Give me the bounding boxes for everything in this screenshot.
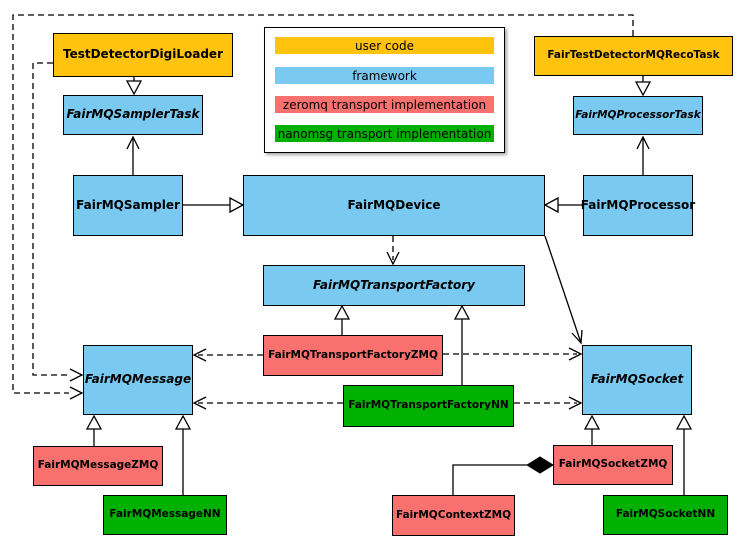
node-fairtestdetectormqrecotask: FairTestDetectorMQRecoTask xyxy=(534,36,733,76)
node-fairmqtransportfactory: FairMQTransportFactory xyxy=(263,265,525,306)
node-fairmqprocessor: FairMQProcessor xyxy=(581,175,695,236)
edge-composition-socketzmq-contextzmq xyxy=(452,456,554,495)
edge-inherit-socketzmq-socket xyxy=(583,414,601,445)
edge-dashed-device-factory xyxy=(386,236,400,266)
edge-inherit-processor-device xyxy=(543,196,583,214)
edge-assoc-device-socket xyxy=(544,235,583,345)
edge-inherit-factoryzmq-factory xyxy=(333,304,351,335)
edge-inherit-digiloader-samplertask xyxy=(125,77,143,96)
node-fairmqmessage: FairMQMessage xyxy=(83,345,193,415)
edge-dashed-factoryzmq-socket xyxy=(443,347,583,361)
node-testdetectordigiloader: TestDetectorDigiLoader xyxy=(53,33,233,77)
node-fairmqprocessortask: FairMQProcessorTask xyxy=(573,96,703,135)
edge-inherit-recotask-processortask xyxy=(634,76,652,97)
edge-assoc-processor-processortask xyxy=(636,135,650,175)
node-fairmqmessagenn: FairMQMessageNN xyxy=(103,495,227,535)
legend-item-zeromq: zeromq transport implementation xyxy=(275,96,494,113)
edge-dashed-factoryzmq-message xyxy=(192,348,263,362)
edge-dashed-factorynn-message xyxy=(192,396,343,410)
legend: user code framework zeromq transport imp… xyxy=(264,27,505,153)
node-fairmqtransportfactorynn: FairMQTransportFactoryNN xyxy=(343,385,514,427)
edge-dashed-factorynn-socket xyxy=(514,396,583,410)
node-fairmqdevice: FairMQDevice xyxy=(243,175,545,236)
node-fairmqsocketzmq: FairMQSocketZMQ xyxy=(553,445,673,485)
node-fairmqcontextzmq: FairMQContextZMQ xyxy=(392,495,515,536)
node-fairmqmessagezmq: FairMQMessageZMQ xyxy=(33,446,163,486)
node-fairmqsocketnn: FairMQSocketNN xyxy=(603,495,728,535)
legend-item-nanomsg: nanomsg transport implementation xyxy=(275,125,494,142)
edge-dashed-recotask-to-message xyxy=(12,14,634,400)
edge-inherit-sampler-device xyxy=(183,196,245,214)
node-fairmqsamplertask: FairMQSamplerTask xyxy=(63,95,203,135)
edge-assoc-sampler-samplertask xyxy=(126,135,140,175)
node-fairmqsampler: FairMQSampler xyxy=(73,175,183,236)
node-fairmqtransportfactoryzmq: FairMQTransportFactoryZMQ xyxy=(263,335,443,376)
edge-inherit-messagezmq-message xyxy=(85,414,103,446)
edge-inherit-messagenn-message xyxy=(174,414,192,495)
node-fairmqsocket: FairMQSocket xyxy=(582,345,692,415)
edge-dashed-digiloader-to-message xyxy=(32,62,84,382)
legend-item-user-code: user code xyxy=(275,37,494,54)
legend-item-framework: framework xyxy=(275,67,494,84)
edge-inherit-socketnn-socket xyxy=(675,414,693,495)
edge-inherit-factorynn-factory xyxy=(453,304,471,385)
